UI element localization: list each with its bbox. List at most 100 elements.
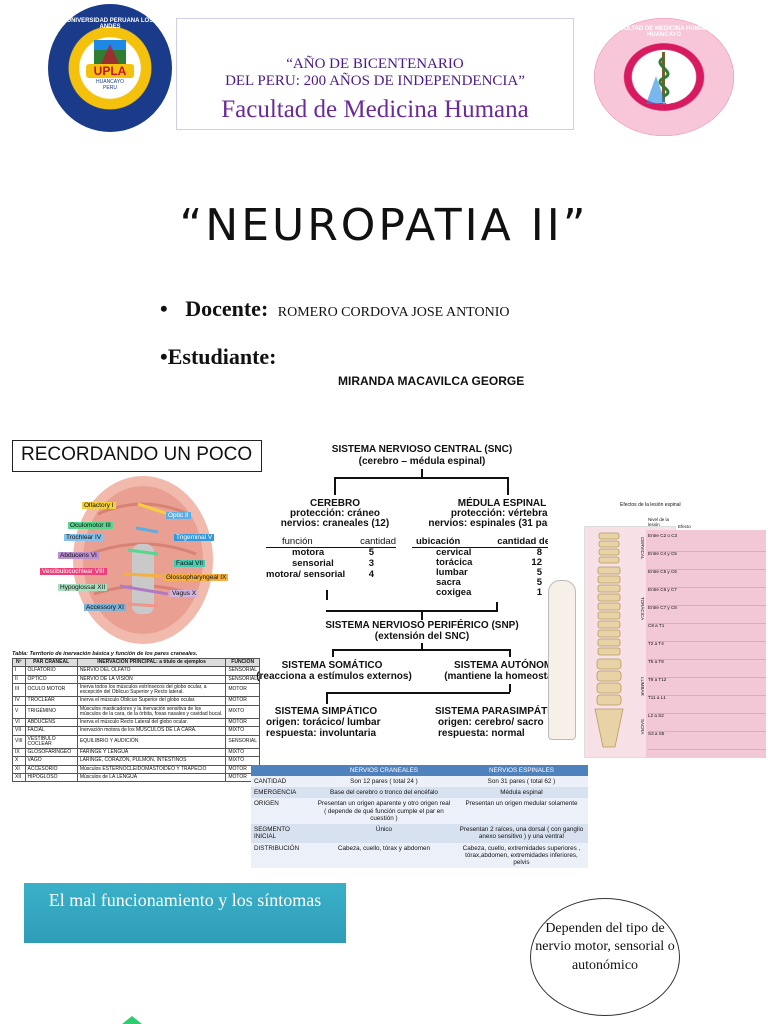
medula-nervios: nervios: espinales (31 pares) <box>428 518 566 529</box>
header-frame <box>176 18 574 130</box>
snc-diagram: SISTEMA NERVIOSO CENTRAL (SNC) (cerebro … <box>256 444 582 744</box>
ubicacion-count: 8 <box>536 547 542 558</box>
table-cell: Inervación motora de los MÚSCULOS DE LA … <box>76 726 227 736</box>
brain-label-olfactory: Olfactory I <box>82 502 116 509</box>
table-cell: GLOSOFARÍNGEO <box>24 747 78 758</box>
table-cell: Son 31 pares ( total 62 ) <box>454 776 588 788</box>
medula-title: MÉDULA ESPINAL <box>457 498 547 509</box>
table-cell: Base del cerebro o tronco del encéfalo <box>313 787 455 799</box>
docente-label: Docente: <box>185 296 269 321</box>
brain-label-hypoglossal: Hypoglossal XII <box>58 584 108 591</box>
spine-level-row: Entre C4 y C5 <box>648 551 766 570</box>
nerve-table-caption: Tabla: Territorio de inervación básica y… <box>12 651 198 657</box>
table-cell: SENSORIAL <box>225 674 260 684</box>
table-cell: NERVIO DEL OLFATO <box>76 666 227 676</box>
spine-level: Entre C7 y C8 <box>648 605 677 610</box>
brain-illustration: Olfactory I Optic II Oculomotor III Troc… <box>28 474 258 654</box>
table-cell: CANTIDAD <box>251 776 313 788</box>
funcion-header: función <box>282 536 313 547</box>
brain-label-trochlear: Trochlear IV <box>64 534 104 541</box>
table-cell: DISTRIBUCIÓN <box>251 842 313 869</box>
spine-level: C8 a T1 <box>648 623 665 628</box>
table-cell: MIXTO <box>225 704 260 719</box>
table-cell: Músculos masticadores y la inervación se… <box>76 704 227 719</box>
table-cell: EMERGENCIA <box>251 787 313 799</box>
table-cell: ORIGEN <box>251 798 313 825</box>
spine-level-row: T9 a T12 <box>648 677 766 696</box>
table-cell: VAGO <box>24 756 78 766</box>
spine-level-row: T5 a T8 <box>648 659 766 678</box>
table-cell: SEGMENTO INICIAL <box>251 824 313 843</box>
table-cell: OLFATORIO <box>24 666 78 676</box>
nerve-table-header: FUNCIÓN <box>225 657 260 668</box>
table-cell: XI <box>12 764 26 774</box>
funcion-name: sensorial <box>292 557 334 569</box>
snc-root-sub: (cerebro – médula espinal) <box>358 456 486 467</box>
table-cell: VII <box>12 726 26 736</box>
table-cell: Inerva el músculo Recto Lateral del glob… <box>76 717 227 728</box>
cerebro-proteccion: protección: cráneo <box>289 508 381 519</box>
comparison-header <box>251 765 313 776</box>
header-line-2: DEL PERU: 200 AÑOS DE INDEPENDENCIA” <box>225 73 525 89</box>
snp-sub: (extensión del SNC) <box>374 631 470 642</box>
table-cell: Son 12 pares ( total 24 ) <box>313 776 455 788</box>
table-cell: Presentan 2 raíces, una dorsal ( con gan… <box>454 824 588 843</box>
autonomo-sub: (mantiene la homeostasis) <box>444 671 570 682</box>
table-cell: Único <box>313 824 455 843</box>
brain-label-oculomotor: Oculomotor III <box>68 522 113 529</box>
table-cell: I <box>12 666 26 676</box>
brain-label-vestibulocochlear: Vestibulocochlear VIII <box>40 568 107 575</box>
autonomo-title: SISTEMA AUTÓNOMO <box>454 660 560 671</box>
left-seal-city: HUANCAYO <box>96 79 124 85</box>
spine-region-cervical: CERVICAL <box>640 537 645 560</box>
snc-root-title: SISTEMA NERVIOSO CENTRAL (SNC) <box>331 444 513 455</box>
presentation-title: “NEUROPATIA II” <box>179 200 589 251</box>
spine-level-row: Entre C7 y C8 <box>648 605 766 624</box>
spine-level: T11 a L1 <box>648 695 666 700</box>
table-cell: V <box>12 704 26 719</box>
estudiante-label: •Estudiante: <box>160 344 277 369</box>
spine-figure: Efectos de la lesión espinal CERVICAL TO… <box>548 500 768 762</box>
right-seal-acronym: UPLA <box>653 102 675 111</box>
brain-label-glossopharyngeal: Glossopharyngeal IX <box>164 574 229 581</box>
ubicacion-name: coxigea <box>436 586 472 598</box>
spine-level-row: T2 a T4 <box>648 641 766 660</box>
table-cell: Presentan un origen medular solamente <box>454 798 588 825</box>
parasimpatico-respuesta: respuesta: normal <box>438 728 525 739</box>
spine-level: Entre C4 y C5 <box>648 551 677 556</box>
spine-level: T9 a T12 <box>648 677 667 682</box>
spine-level-row: L2 a S2 <box>648 713 766 732</box>
nerve-table-header: INERVACIÓN PRINCIPAL: a título de ejempl… <box>76 657 227 668</box>
table-cell: FARINGE Y LENGUA <box>76 747 227 758</box>
header-line-1: “AÑO DE BICENTENARIO <box>286 56 464 72</box>
table-cell: FACIAL <box>24 726 78 736</box>
table-cell: Inerva todos los músculos extrínsecos de… <box>76 682 227 698</box>
table-cell: ACCESORIO <box>24 764 78 774</box>
table-cell: Cabeza, cuello, tórax y abdomen <box>313 842 455 869</box>
ubicacion-name: torácica <box>436 556 473 568</box>
table-cell: VESTIBULO COCLEAR <box>24 734 78 749</box>
parasimpatico-title: SISTEMA PARASIMPÁTICO <box>434 706 565 717</box>
table-cell: X <box>12 756 26 766</box>
comparison-header: NERVIOS ESPINALES <box>454 765 588 776</box>
table-cell: Presentan un origen aparente y otro orig… <box>313 798 455 825</box>
right-seal-text: FACULTAD DE MEDICINA HUMANA - HUANCAYO <box>611 26 717 38</box>
table-cell: Médula espinal <box>454 787 588 799</box>
table-cell: MIXTO <box>225 747 260 758</box>
seal-emblem-icon <box>94 40 126 66</box>
